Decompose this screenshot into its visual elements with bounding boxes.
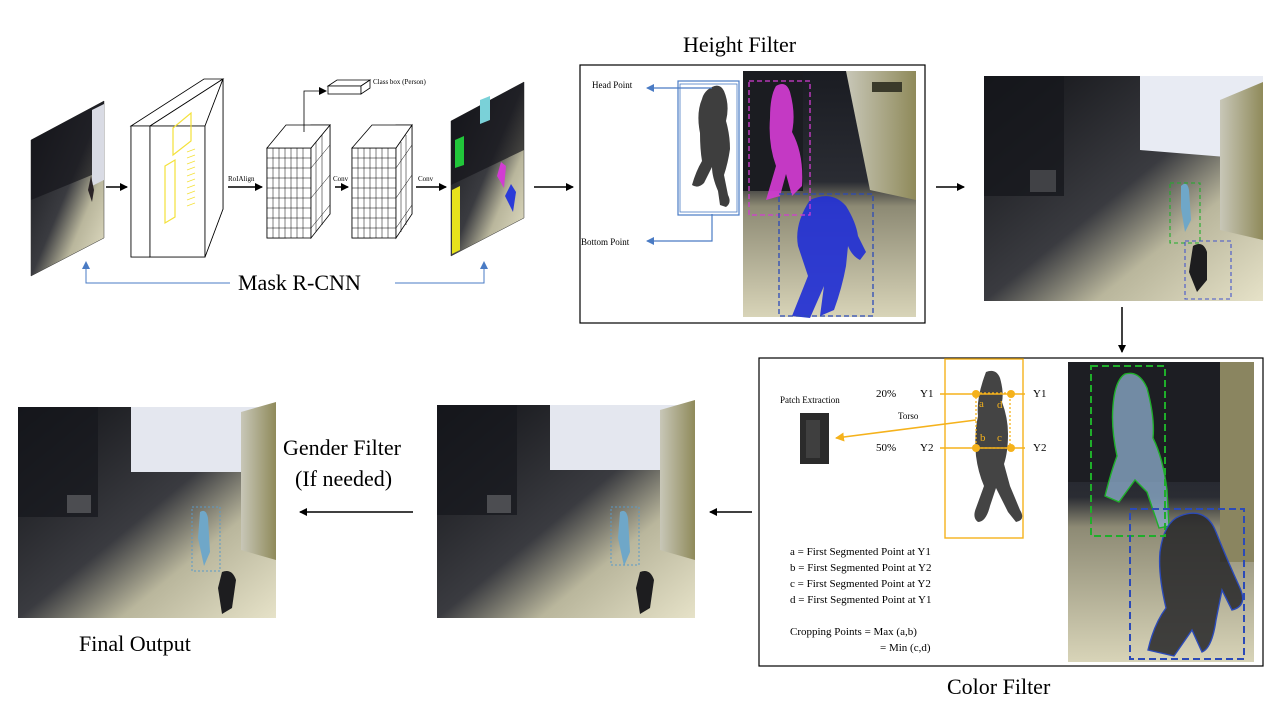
- cropping-points-line1: Cropping Points = Max (a,b): [790, 626, 917, 638]
- point-b: [972, 444, 980, 452]
- y2-left-label: Y2: [920, 442, 934, 454]
- roi-grid-1: [266, 123, 331, 240]
- height-box-inner: [679, 83, 738, 213]
- input-image: [30, 100, 105, 277]
- cropping-points-line2: = Min (c,d): [880, 642, 931, 654]
- conv-label-1: Conv: [333, 175, 349, 183]
- mask-rcnn-bracket-left: [82, 261, 230, 284]
- pct-20-label: 20%: [876, 388, 897, 400]
- height-box-outer: [677, 80, 740, 216]
- point-c: [1007, 444, 1015, 452]
- class-box-label: Class box (Person): [373, 78, 426, 86]
- point-d-label: d: [997, 399, 1003, 411]
- point-b-label: b: [980, 432, 986, 444]
- roialign-label: RoIAlign: [228, 175, 255, 183]
- legend-b: b = First Segmented Point at Y2: [790, 562, 932, 574]
- y1-left-label: Y1: [920, 388, 934, 400]
- bottom-point-arrow: [646, 214, 713, 245]
- patch-texture: [806, 420, 820, 458]
- y2-right-label: Y2: [1033, 442, 1047, 454]
- mask-rcnn-bracket-right: [395, 261, 488, 284]
- head-point-label: Head Point: [592, 80, 633, 90]
- legend-a: a = First Segmented Point at Y1: [790, 546, 931, 558]
- final-output-photo: [18, 402, 276, 618]
- gender-input-photo: [437, 400, 695, 618]
- segmented-image: [450, 81, 525, 257]
- pct-50-label: 50%: [876, 442, 897, 454]
- torso-silhouette: [974, 370, 1023, 522]
- class-box: [326, 79, 372, 95]
- patch-arrow: [835, 419, 977, 442]
- final-output-title: Final Output: [79, 631, 191, 656]
- height-filter-photo: [743, 71, 916, 318]
- point-a-label: a: [979, 398, 984, 410]
- roi-grid-2: [351, 123, 413, 240]
- color-filter-title: Color Filter: [947, 674, 1051, 699]
- mask-rcnn-title: Mask R-CNN: [238, 270, 361, 295]
- y1-right-label: Y1: [1033, 388, 1047, 400]
- bottom-point-label: Bottom Point: [581, 237, 630, 247]
- torso-label: Torso: [898, 411, 919, 421]
- height-result-photo: [984, 76, 1263, 301]
- gender-filter-subtitle: (If needed): [295, 466, 393, 491]
- class-box-arrow: [303, 87, 327, 132]
- patch-extraction-label: Patch Extraction: [780, 395, 840, 405]
- point-d: [1007, 390, 1015, 398]
- height-filter-title: Height Filter: [683, 32, 797, 57]
- backbone-block: [129, 78, 225, 258]
- height-filter-silhouette: [692, 85, 730, 207]
- legend-d: d = First Segmented Point at Y1: [790, 594, 932, 606]
- point-a: [972, 390, 980, 398]
- conv-label-2: Conv: [418, 175, 434, 183]
- point-c-label: c: [997, 432, 1002, 444]
- legend-c: c = First Segmented Point at Y2: [790, 578, 931, 590]
- color-filter-photo: [1068, 362, 1254, 662]
- gender-filter-title: Gender Filter: [283, 435, 401, 460]
